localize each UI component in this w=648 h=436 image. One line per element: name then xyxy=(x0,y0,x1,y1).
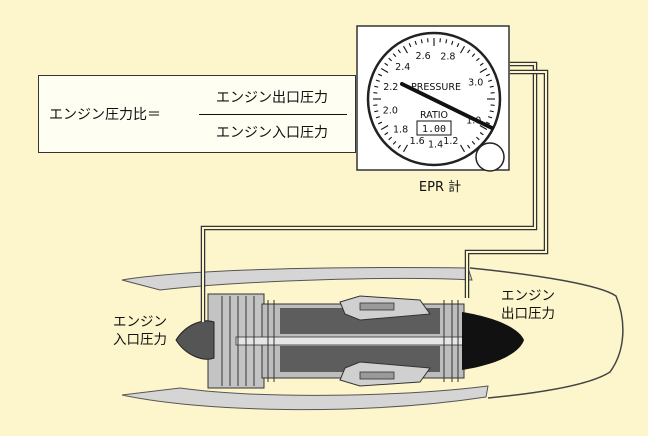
gauge-readout-box xyxy=(416,120,452,136)
gauge-tick xyxy=(479,62,484,66)
gauge-tick xyxy=(375,79,380,82)
gauge-scale-label: 2.8 xyxy=(440,52,455,63)
gauge-tick xyxy=(384,132,389,136)
epr-formula: エンジン圧力比＝ エンジン出口圧力 エンジン入口圧力 xyxy=(38,75,356,153)
gauge-tick xyxy=(488,116,493,119)
gauge-scale-label: 1.2 xyxy=(443,136,458,147)
shaft xyxy=(235,336,465,346)
gauge-tick xyxy=(489,110,494,113)
gauge-scale-label: 2.0 xyxy=(383,105,398,116)
gauge-scale-label: 2.4 xyxy=(395,62,410,73)
gauge-tick xyxy=(467,144,471,149)
gauge-tick xyxy=(374,110,379,113)
gauge-tick xyxy=(380,68,389,73)
fraction-bar xyxy=(199,114,347,115)
gauge-tick xyxy=(403,45,408,54)
nacelle-outline xyxy=(469,267,624,399)
inlet-callout-line2: 入口圧力 xyxy=(113,332,167,348)
gauge-tick xyxy=(392,53,397,58)
gauge-tick xyxy=(408,43,412,48)
gauge-tick xyxy=(397,144,401,149)
gauge-tick xyxy=(380,125,389,130)
outlet-pressure-callout: エンジン 出口圧力 xyxy=(488,287,568,323)
fuel-nozzle-lower xyxy=(359,371,395,380)
gauge-pressure-label: PRESSURE xyxy=(411,82,461,93)
exhaust-cone xyxy=(462,312,524,370)
gauge-readout: 1.00 xyxy=(422,124,446,135)
gauge-tick xyxy=(388,57,393,62)
gauge-scale-label: 3.0 xyxy=(468,78,483,89)
formula-lhs: エンジン圧力比＝ xyxy=(49,107,161,123)
formula-numerator: エンジン出口圧力 xyxy=(216,90,328,106)
gauge-tick xyxy=(488,79,493,82)
inlet-pressure-line-core xyxy=(202,63,536,322)
fuel-nozzle-upper xyxy=(359,302,395,311)
gauge-tick xyxy=(479,68,488,73)
compressor-blades xyxy=(221,296,459,386)
formula-denominator: エンジン入口圧力 xyxy=(216,125,328,141)
gauge-scale-label: 2.2 xyxy=(383,82,398,93)
gauge-tick xyxy=(445,39,448,44)
gauge-ticks xyxy=(373,38,495,153)
gauge-caption: EPR 計 xyxy=(418,180,462,195)
gauge-tick xyxy=(384,62,389,66)
outlet-callout-line2: 出口圧力 xyxy=(501,306,555,322)
gauge-tick xyxy=(403,144,408,153)
nacelle-lower xyxy=(121,385,489,411)
gauge-tick xyxy=(392,140,397,145)
gauge-tick xyxy=(485,73,490,77)
inlet-pressure-callout: エンジン 入口圧力 xyxy=(100,313,180,349)
gauge-tick xyxy=(374,85,379,88)
gauge-tick xyxy=(397,49,401,54)
gauge-scale-label: 1.4 xyxy=(428,139,443,150)
gauge-tick xyxy=(375,116,380,119)
outlet-pressure-line-core xyxy=(466,71,547,298)
gauge-needle xyxy=(400,82,494,130)
gauge-tick xyxy=(460,45,465,54)
gauge-tick xyxy=(475,57,480,62)
nacelle-upper xyxy=(121,267,473,291)
gauge-tick xyxy=(451,40,454,45)
outlet-callout-line1: エンジン xyxy=(501,288,555,304)
gauge-tick xyxy=(471,53,476,58)
gauge-tick xyxy=(475,136,480,141)
gauge-tick xyxy=(414,40,417,45)
gauge-tick xyxy=(456,43,460,48)
gauge-tick xyxy=(378,73,383,77)
inlet-callout-line1: エンジン xyxy=(113,314,167,330)
gauge-tick xyxy=(489,85,494,88)
gauge-tick xyxy=(467,49,471,54)
gauge-ratio-label: RATIO xyxy=(420,110,448,121)
gauge-tick xyxy=(460,144,465,153)
gauge-tick xyxy=(388,136,393,141)
gauge-scale-label: 1.6 xyxy=(410,136,425,147)
gauge-tick xyxy=(479,132,484,136)
gauge-tick xyxy=(420,39,423,44)
gauge-scale-label: 1.8 xyxy=(393,125,408,136)
gauge-tick xyxy=(378,121,383,125)
epr-gauge: 1.21.41.61.82.02.22.42.62.83.01.0 PRESSU… xyxy=(356,25,510,172)
gauge-scale-label: 2.6 xyxy=(416,51,431,62)
gauge-tick xyxy=(471,140,476,145)
gauge-tick xyxy=(485,121,490,125)
gauge-tick xyxy=(479,125,488,130)
inlet-spinner xyxy=(175,320,215,360)
gauge-knob xyxy=(475,142,505,172)
